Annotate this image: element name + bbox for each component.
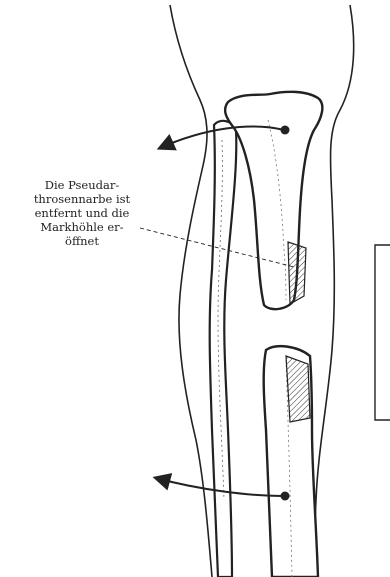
leg-outline-right <box>315 5 354 577</box>
lower-pivot-dot <box>281 492 290 501</box>
leg-outline-left <box>170 5 212 577</box>
annotation-line-2: throsennarbe ist <box>12 192 152 206</box>
upper-pivot-dot <box>281 126 290 135</box>
annotation-text: Die Pseudar- throsennarbe ist entfernt u… <box>12 178 152 248</box>
annotation-line-1: Die Pseudar- <box>12 178 152 192</box>
opened-medullary-cavity-lower <box>286 356 310 422</box>
annotation-line-5: öffnet <box>12 234 152 248</box>
opened-medullary-cavity-upper <box>288 242 306 304</box>
annotation-line-3: entfernt und die <box>12 206 152 220</box>
annotation-line-4: Markhöhle er- <box>12 220 152 234</box>
adjacent-figure-edge <box>375 245 390 420</box>
fibula <box>210 121 237 577</box>
tibia-upper-fragment <box>225 92 322 309</box>
